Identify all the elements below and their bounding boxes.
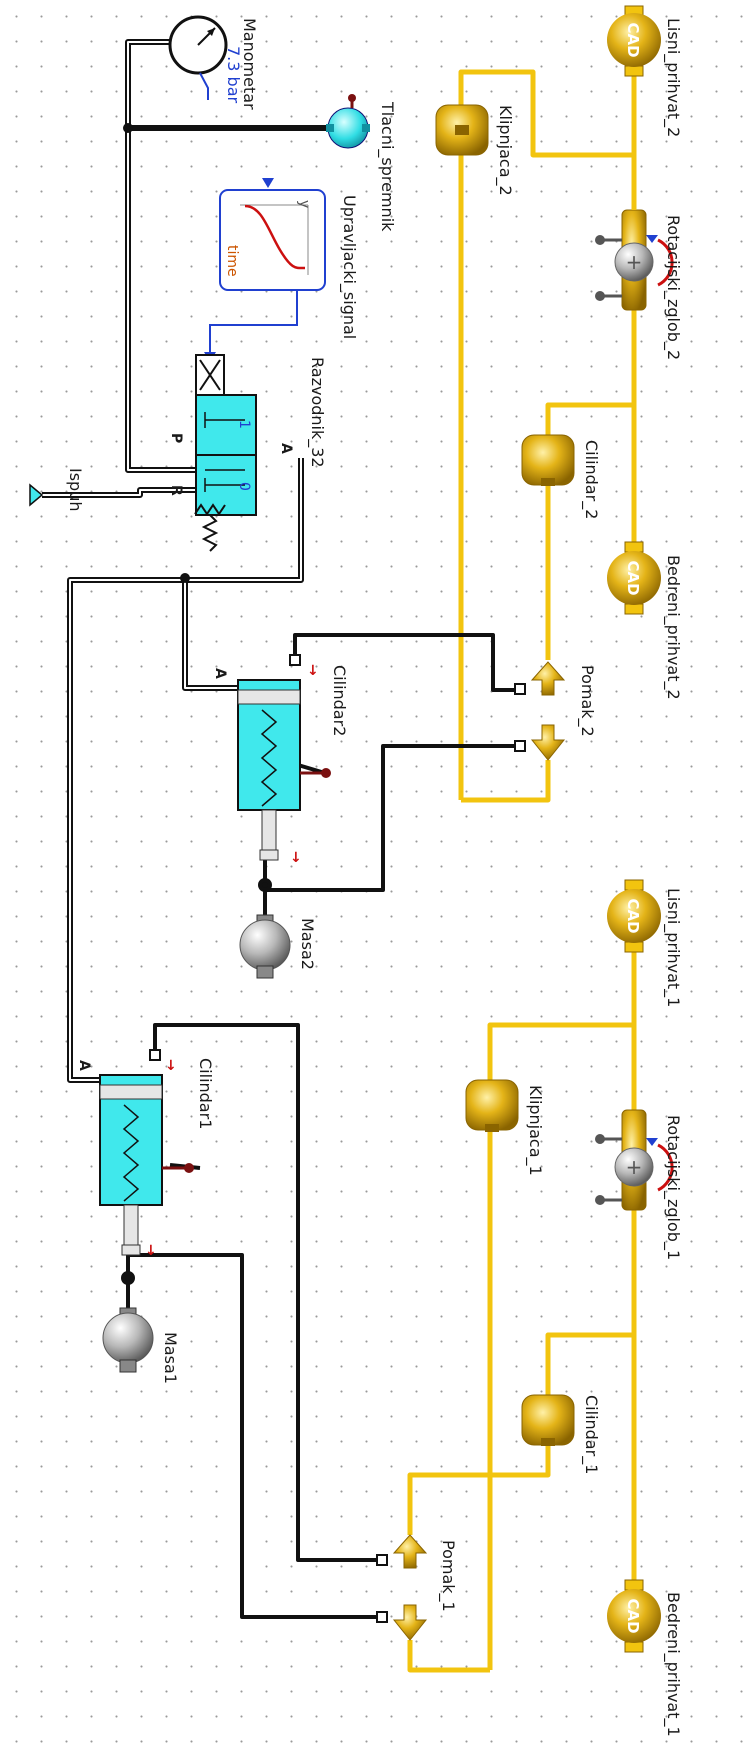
signal-lines bbox=[121, 633, 520, 1619]
valve-state-1: 1 bbox=[236, 420, 252, 429]
label-razvodnik: Razvodnik_32 bbox=[307, 357, 327, 468]
port-P-valve: P bbox=[168, 433, 184, 443]
label-klipnjaca-1: Klipnjaca_1 bbox=[525, 1085, 545, 1176]
label-bedreni-prihvat-2: Bedreni_prihvat_2 bbox=[663, 555, 683, 700]
revolute-joint-icon-2[interactable]: + bbox=[595, 185, 674, 311]
label-masa1: Masa1 bbox=[161, 1332, 180, 1384]
klipnjaca-1-icon[interactable] bbox=[465, 1079, 519, 1132]
port-R-valve: R bbox=[168, 485, 184, 496]
masa2-icon[interactable] bbox=[239, 914, 291, 979]
svg-text:↓: ↓ bbox=[145, 1243, 157, 1259]
svg-text:+: + bbox=[626, 1155, 643, 1179]
tlacni-spremnik-icon[interactable] bbox=[326, 94, 370, 149]
pomak-1-icon[interactable] bbox=[376, 1534, 428, 1641]
port-A-cilindar2: A bbox=[212, 668, 228, 679]
label-tlacni-spremnik: Tlacni_spremnik bbox=[377, 101, 397, 232]
cilindar-1-body-icon[interactable] bbox=[521, 1394, 575, 1446]
label-ispuh: Ispuh bbox=[66, 468, 85, 512]
manometar-icon[interactable] bbox=[168, 15, 228, 100]
pomak-2-icon[interactable] bbox=[514, 661, 566, 761]
port-A-cilindar1: A bbox=[76, 1060, 92, 1071]
label-lisni-prihvat-2: Lisni_prihvat_2 bbox=[663, 18, 683, 137]
label-manometar: Manometar bbox=[240, 18, 259, 110]
cilindar1-icon[interactable]: ↓ ↓ bbox=[99, 1049, 194, 1259]
razvodnik-valve-icon[interactable] bbox=[194, 354, 257, 552]
label-rotacijski-zglob-2: Rotacijski_zglob_2 bbox=[663, 215, 683, 360]
svg-text:CAD: CAD bbox=[624, 22, 642, 57]
cad-icon-lisni-prihvat-2[interactable]: CAD bbox=[607, 5, 661, 77]
svg-text:↓: ↓ bbox=[165, 1058, 177, 1074]
mechanical-lines bbox=[407, 40, 637, 1673]
control-signal-line bbox=[209, 290, 298, 355]
signal-axis-x: time bbox=[224, 245, 240, 277]
label-pomak-1: Pomak_1 bbox=[438, 1540, 458, 1612]
cilindar2-icon[interactable]: ↓ ↓ bbox=[237, 654, 331, 866]
cad-icon-bedreni-prihvat-1[interactable]: CAD bbox=[607, 1579, 661, 1653]
label-cilindar-2: Cilindar_2 bbox=[581, 440, 601, 519]
label-cilindar1: Cilindar1 bbox=[196, 1058, 215, 1129]
svg-text:CAD: CAD bbox=[624, 1598, 642, 1633]
label-cilindar-1: Cilindar_1 bbox=[581, 1395, 601, 1474]
label-rotacijski-zglob-1: Rotacijski_zglob_1 bbox=[663, 1115, 683, 1260]
svg-text:+: + bbox=[626, 250, 643, 274]
valve-state-0: 0 bbox=[236, 482, 252, 491]
cilindar-2-body-icon[interactable] bbox=[521, 434, 575, 486]
svg-text:↓: ↓ bbox=[307, 663, 319, 679]
upravljacki-signal-icon[interactable] bbox=[219, 178, 326, 291]
port-A-valve: A bbox=[278, 443, 294, 454]
label-bedreni-prihvat-1: Bedreni_prihvat_1 bbox=[663, 1592, 683, 1737]
klipnjaca-2-icon[interactable] bbox=[435, 104, 489, 156]
label-upravljacki-signal: Upravljacki_signal bbox=[339, 195, 359, 339]
revolute-joint-icon-1[interactable]: + bbox=[595, 1109, 674, 1211]
label-pomak-2: Pomak_2 bbox=[577, 665, 597, 737]
label-klipnjaca-2: Klipnjaca_2 bbox=[495, 105, 515, 196]
cad-icon-bedreni-prihvat-2[interactable]: CAD bbox=[607, 541, 661, 615]
svg-text:↓: ↓ bbox=[290, 850, 302, 866]
cad-icon-lisni-prihvat-1[interactable]: CAD bbox=[607, 879, 661, 953]
label-masa2: Masa2 bbox=[298, 918, 317, 970]
svg-text:CAD: CAD bbox=[624, 898, 642, 933]
label-cilindar2: Cilindar2 bbox=[330, 665, 349, 736]
pressure-readout: 7.3 bar bbox=[224, 46, 243, 103]
ispuh-icon[interactable] bbox=[29, 483, 44, 507]
label-lisni-prihvat-1: Lisni_prihvat_1 bbox=[663, 888, 683, 1007]
masa1-icon[interactable] bbox=[102, 1307, 154, 1373]
svg-text:CAD: CAD bbox=[624, 560, 642, 595]
signal-axis-y: y bbox=[296, 200, 312, 208]
